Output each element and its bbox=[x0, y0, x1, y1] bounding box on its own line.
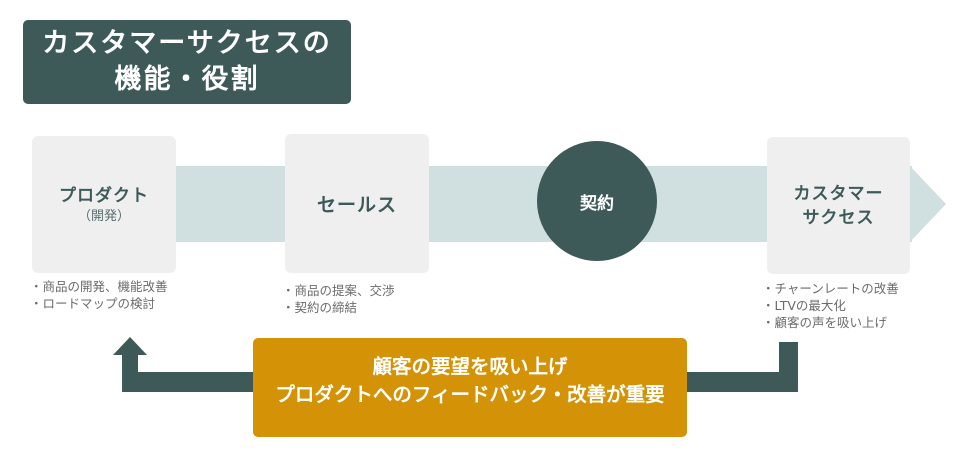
flow-arrowhead-icon bbox=[910, 166, 946, 242]
diagram-title: カスタマーサクセスの 機能・役割 bbox=[23, 20, 351, 104]
product-sublabel: （開発） bbox=[77, 208, 130, 224]
sales-bullet: ・契約の締結 bbox=[282, 300, 358, 315]
customer-success-bullets: ・チャーンレートの改善 ・LTVの最大化 ・顧客の声を吸い上げ bbox=[762, 280, 899, 331]
customer-success-label-line-1: カスタマー bbox=[793, 183, 884, 204]
sales-label: セールス bbox=[316, 194, 397, 216]
customer-success-bullet: ・チャーンレートの改善 bbox=[762, 281, 899, 296]
title-line-1: カスタマーサクセスの bbox=[42, 28, 332, 59]
product-bullets: ・商品の開発、機能改善 ・ロードマップの検討 bbox=[30, 278, 168, 312]
title-line-2: 機能・役割 bbox=[114, 64, 260, 95]
contract-circle: 契約 bbox=[537, 141, 657, 261]
sales-box: セールス bbox=[285, 134, 429, 273]
feedback-line-2: プロダクトへのフィードバック・改善が重要 bbox=[275, 382, 665, 406]
feedback-line-1: 顧客の要望を吸い上げ bbox=[372, 354, 568, 378]
product-label: プロダクト bbox=[59, 185, 149, 206]
feedback-box: 顧客の要望を吸い上げ プロダクトへのフィードバック・改善が重要 bbox=[253, 338, 687, 437]
customer-success-bullet: ・顧客の声を吸い上げ bbox=[762, 315, 888, 330]
product-bullet: ・ロードマップの検討 bbox=[30, 296, 156, 311]
customer-success-box: カスタマー サクセス bbox=[767, 137, 910, 274]
product-box: プロダクト （開発） bbox=[32, 136, 176, 273]
customer-success-label-line-2: サクセス bbox=[802, 207, 875, 228]
sales-bullet: ・商品の提案、交渉 bbox=[282, 283, 395, 298]
contract-label: 契約 bbox=[580, 193, 614, 214]
customer-success-bullet: ・LTVの最大化 bbox=[762, 298, 846, 313]
sales-bullets: ・商品の提案、交渉 ・契約の締結 bbox=[282, 282, 395, 316]
product-bullet: ・商品の開発、機能改善 bbox=[30, 279, 168, 294]
